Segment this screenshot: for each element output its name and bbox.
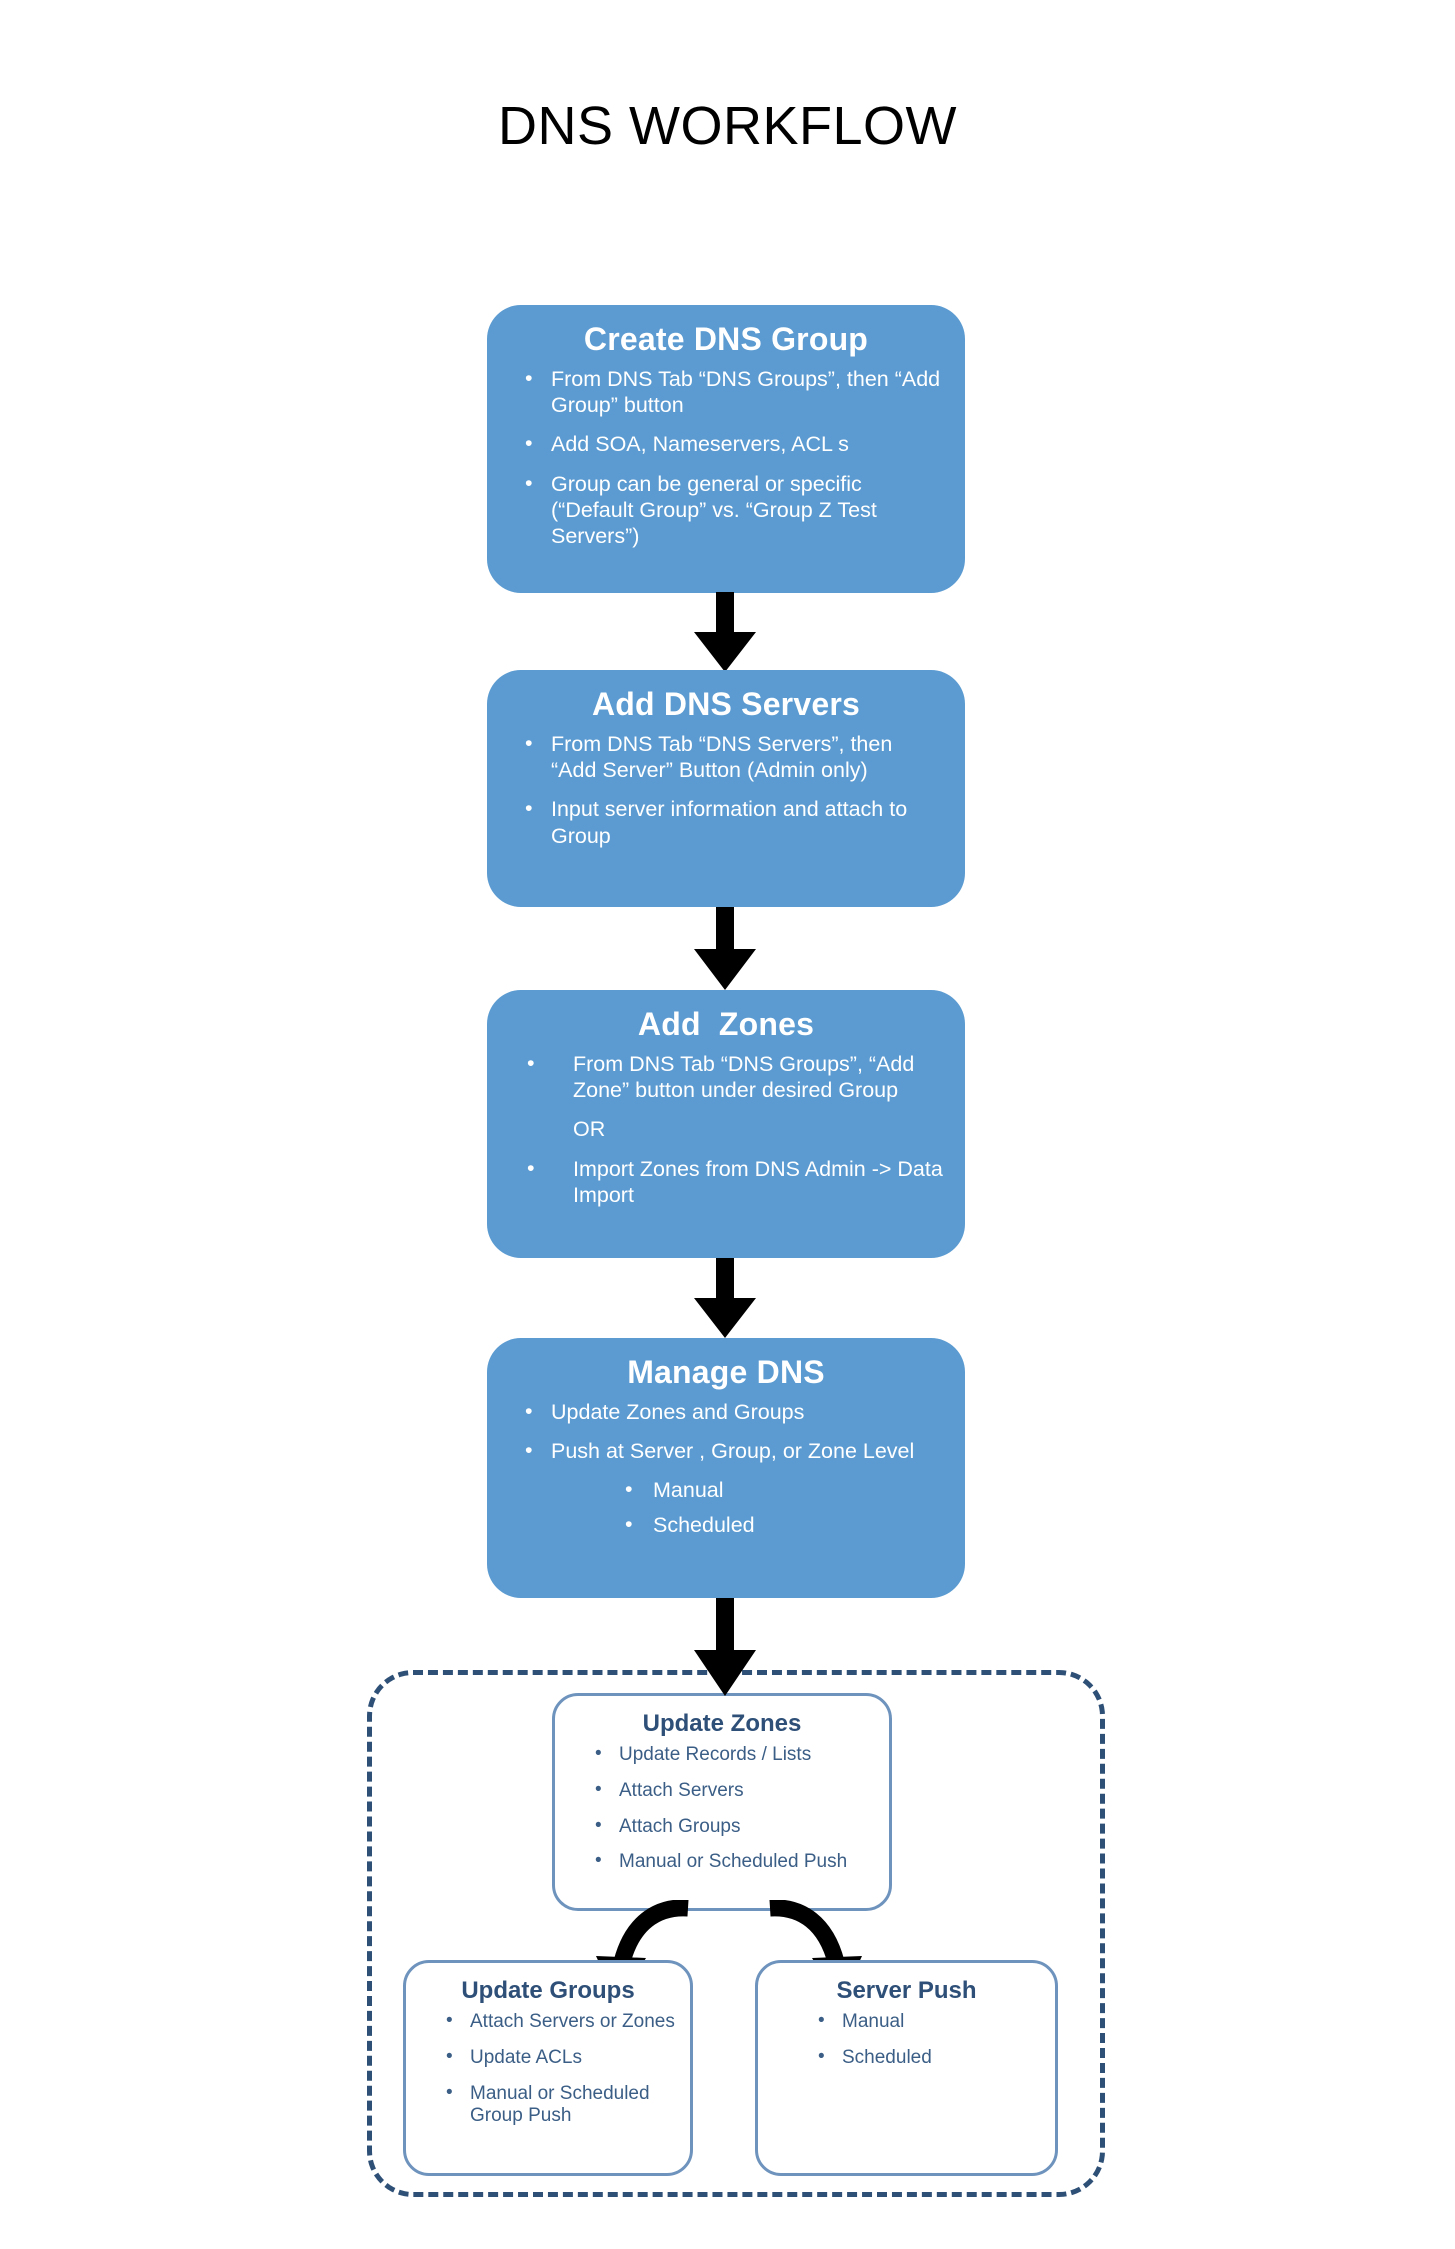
list-item: • From DNS Tab “DNS Groups”, then “Add G… <box>521 366 943 418</box>
bullet-icon: • <box>527 1155 535 1180</box>
list-item-label: Update Records / Lists <box>619 1744 812 1765</box>
list-item-label: Manual or Scheduled Push <box>619 1851 848 1873</box>
arrow-down-icon-3 <box>694 1258 756 1338</box>
list-item: • Add SOA, Nameservers, ACL s <box>521 431 943 457</box>
stage-bullet-list-add-zones: • From DNS Tab “DNS Groups”, “Add Zone” … <box>487 1051 965 1222</box>
bullet-icon: • <box>818 2045 825 2067</box>
bullet-icon: • <box>625 1511 633 1536</box>
list-item-label: Group can be general or specific (“Defau… <box>551 471 877 549</box>
list-item: • Manual or Scheduled Push <box>593 1850 875 1874</box>
list-item: • Update Zones and Groups <box>521 1399 943 1425</box>
list-item-label: From DNS Tab “DNS Groups”, “Add Zone” bu… <box>573 1052 915 1103</box>
detail-bullet-list-server-push: • Manual • Scheduled <box>758 2010 1055 2080</box>
list-item: • Attach Servers or Zones <box>444 2010 676 2034</box>
list-item: • Input server information and attach to… <box>521 796 943 848</box>
list-item-label: Add SOA, Nameservers, ACL s <box>551 432 849 457</box>
list-item-label: Update Zones and Groups <box>551 1400 805 1424</box>
list-item-label: Manual or Scheduled Group Push <box>470 2082 650 2127</box>
list-item-label: Push at Server , Group, or Zone Level <box>551 1439 915 1464</box>
arrow-down-icon-4 <box>694 1598 756 1696</box>
list-item-sub: • Manual <box>521 1477 943 1503</box>
stage-title-manage-dns: Manage DNS <box>627 1354 825 1390</box>
stage-title-create-dns-group: Create DNS Group <box>583 321 869 357</box>
stage-box-manage-dns: Manage DNS • Update Zones and Groups • P… <box>487 1338 965 1598</box>
bullet-icon: • <box>595 1814 602 1836</box>
detail-box-update-groups: Update Groups • Attach Servers or Zones … <box>403 1960 693 2176</box>
stage-bullet-list-create-dns-group: • From DNS Tab “DNS Groups”, then “Add G… <box>487 366 965 563</box>
list-item-label: Manual <box>653 1478 724 1503</box>
detail-title-server-push: Server Push <box>836 1977 977 2004</box>
bullet-icon: • <box>527 1051 535 1075</box>
list-item-sub: • Scheduled <box>521 1512 943 1538</box>
page-title: DNS WORKFLOW <box>498 96 957 156</box>
stage-box-add-dns-servers: Add DNS Servers • From DNS Tab “DNS Serv… <box>487 670 965 907</box>
bullet-icon: • <box>525 731 533 755</box>
bullet-icon: • <box>525 796 533 821</box>
list-item-label: Attach Servers or Zones <box>470 2011 675 2032</box>
detail-bullet-list-update-groups: • Attach Servers or Zones • Update ACLs … <box>406 2010 690 2138</box>
bullet-icon: • <box>595 1850 602 1872</box>
separator-or: OR <box>573 1117 606 1142</box>
list-item-label: Scheduled <box>842 2046 932 2068</box>
stage-box-add-zones: Add Zones • From DNS Tab “DNS Groups”, “… <box>487 990 965 1258</box>
bullet-icon: • <box>525 1399 533 1423</box>
list-item-label: Import Zones from DNS Admin -> Data Impo… <box>573 1156 943 1207</box>
bullet-icon: • <box>525 470 533 495</box>
stage-box-create-dns-group: Create DNS Group • From DNS Tab “DNS Gro… <box>487 305 965 593</box>
list-item: • Import Zones from DNS Admin -> Data Im… <box>521 1156 943 1208</box>
list-item: • Push at Server , Group, or Zone Level <box>521 1438 943 1464</box>
stage-bullet-list-add-dns-servers: • From DNS Tab “DNS Servers”, then “Add … <box>487 731 965 863</box>
detail-title-update-groups: Update Groups <box>461 1977 635 2004</box>
detail-box-server-push: Server Push • Manual • Scheduled <box>755 1960 1058 2176</box>
bullet-icon: • <box>446 2045 453 2067</box>
list-item: • Group can be general or specific (“Def… <box>521 471 943 550</box>
stage-title-add-zones: Add Zones <box>637 1006 815 1042</box>
detail-title-update-zones: Update Zones <box>642 1710 802 1737</box>
bullet-icon: • <box>446 2010 453 2031</box>
detail-bullet-list-update-zones: • Update Records / Lists • Attach Server… <box>555 1743 889 1884</box>
list-item-label: Scheduled <box>653 1512 755 1537</box>
bullet-icon: • <box>818 2010 825 2031</box>
detail-box-update-zones: Update Zones • Update Records / Lists • … <box>552 1693 892 1911</box>
list-item: • Scheduled <box>816 2045 1041 2070</box>
bullet-icon: • <box>525 431 533 456</box>
list-item-label: Attach Groups <box>619 1815 741 1837</box>
list-item: • Update Records / Lists <box>593 1743 875 1767</box>
list-item: • From DNS Tab “DNS Servers”, then “Add … <box>521 731 943 783</box>
list-item: • From DNS Tab “DNS Groups”, “Add Zone” … <box>521 1051 943 1103</box>
list-item-label: Attach Servers <box>619 1779 744 1801</box>
bullet-icon: • <box>625 1477 633 1502</box>
arrow-down-icon-1 <box>694 592 756 672</box>
list-item: • Manual or Scheduled Group Push <box>444 2081 676 2129</box>
bullet-icon: • <box>446 2081 453 2103</box>
list-item: • Manual <box>816 2010 1041 2034</box>
bullet-icon: • <box>595 1778 602 1800</box>
bullet-icon: • <box>525 1438 533 1463</box>
list-item-label: From DNS Tab “DNS Groups”, then “Add Gro… <box>551 367 941 418</box>
list-item-label: Manual <box>842 2011 905 2032</box>
list-item: • Update ACLs <box>444 2045 676 2070</box>
list-item-label: From DNS Tab “DNS Servers”, then “Add Se… <box>551 732 893 783</box>
stage-bullet-list-manage-dns: • Update Zones and Groups • Push at Serv… <box>487 1399 965 1560</box>
arrow-down-icon-2 <box>694 907 756 990</box>
list-item: • Attach Servers <box>593 1778 875 1803</box>
list-item-label: Update ACLs <box>470 2046 582 2068</box>
stage-title-add-dns-servers: Add DNS Servers <box>592 686 860 722</box>
bullet-icon: • <box>525 366 533 390</box>
list-item-label: Input server information and attach to G… <box>551 797 908 848</box>
bullet-icon: • <box>595 1743 602 1764</box>
list-item: • Attach Groups <box>593 1814 875 1839</box>
